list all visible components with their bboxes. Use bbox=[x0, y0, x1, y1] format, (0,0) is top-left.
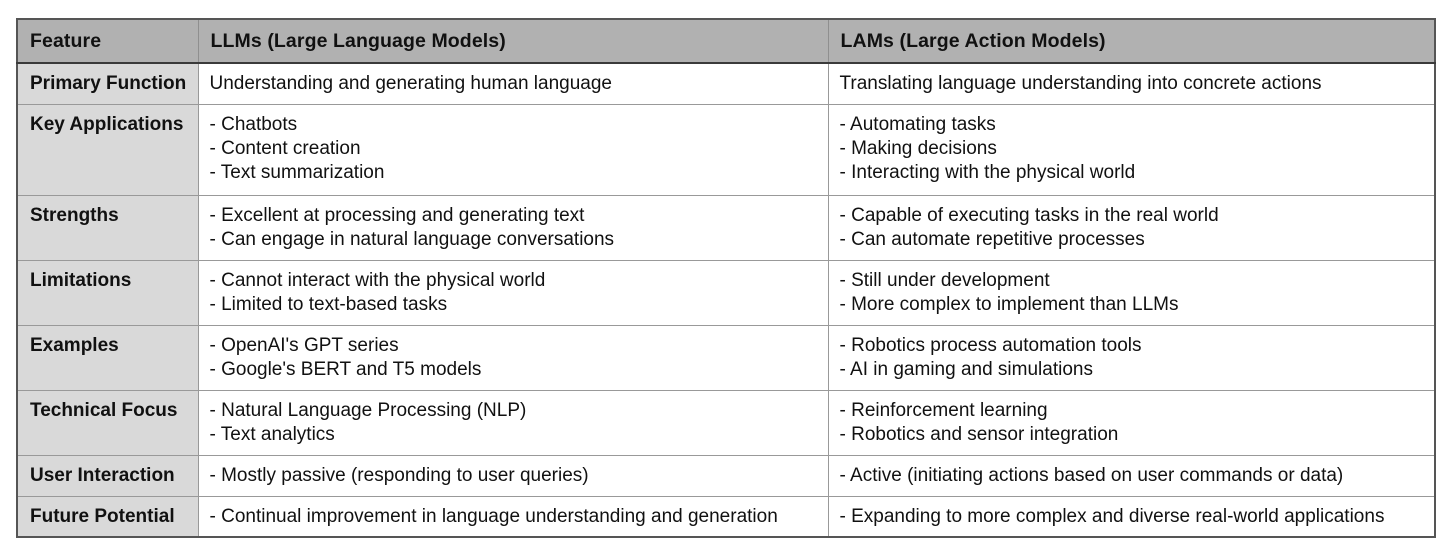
feature-label: Primary Function bbox=[16, 62, 199, 105]
feature-label: Limitations bbox=[16, 259, 199, 326]
feature-label: Examples bbox=[16, 324, 199, 391]
table-row: User Interaction - Mostly passive (respo… bbox=[16, 454, 1436, 497]
llm-cell: - Natural Language Processing (NLP) - Te… bbox=[197, 389, 829, 456]
table-row: Technical Focus - Natural Language Proce… bbox=[16, 389, 1436, 456]
lam-cell: - Still under development - More complex… bbox=[827, 259, 1436, 326]
llm-cell: - Cannot interact with the physical worl… bbox=[197, 259, 829, 326]
llm-cell: - OpenAI's GPT series - Google's BERT an… bbox=[197, 324, 829, 391]
llm-cell: - Chatbots - Content creation - Text sum… bbox=[197, 103, 829, 196]
lam-cell: Translating language understanding into … bbox=[827, 62, 1436, 105]
table-row: Key Applications - Chatbots - Content cr… bbox=[16, 103, 1436, 196]
llm-cell: - Excellent at processing and generating… bbox=[197, 194, 829, 261]
table-row: Future Potential - Continual improvement… bbox=[16, 495, 1436, 538]
llm-cell: - Mostly passive (responding to user que… bbox=[197, 454, 829, 497]
table-row: Limitations - Cannot interact with the p… bbox=[16, 259, 1436, 326]
lam-cell: - Active (initiating actions based on us… bbox=[827, 454, 1436, 497]
header-cell-llms: LLMs (Large Language Models) bbox=[197, 18, 829, 64]
feature-label: Future Potential bbox=[16, 495, 199, 538]
table-header: Feature LLMs (Large Language Models) LAM… bbox=[16, 18, 1436, 64]
llm-cell: Understanding and generating human langu… bbox=[197, 62, 829, 105]
feature-label: User Interaction bbox=[16, 454, 199, 497]
lam-cell: - Automating tasks - Making decisions - … bbox=[827, 103, 1436, 196]
feature-label: Key Applications bbox=[16, 103, 199, 196]
table-row: Examples - OpenAI's GPT series - Google'… bbox=[16, 324, 1436, 391]
header-cell-lams: LAMs (Large Action Models) bbox=[827, 18, 1436, 64]
feature-label: Strengths bbox=[16, 194, 199, 261]
table-row: Strengths - Excellent at processing and … bbox=[16, 194, 1436, 261]
lam-cell: - Robotics process automation tools - AI… bbox=[827, 324, 1436, 391]
lam-cell: - Reinforcement learning - Robotics and … bbox=[827, 389, 1436, 456]
table-row: Primary Function Understanding and gener… bbox=[16, 62, 1436, 105]
lam-cell: - Expanding to more complex and diverse … bbox=[827, 495, 1436, 538]
lam-cell: - Capable of executing tasks in the real… bbox=[827, 194, 1436, 261]
llm-cell: - Continual improvement in language unde… bbox=[197, 495, 829, 538]
header-cell-feature: Feature bbox=[16, 18, 199, 64]
header-row: Feature LLMs (Large Language Models) LAM… bbox=[16, 18, 1436, 64]
table-body: Primary Function Understanding and gener… bbox=[16, 62, 1436, 538]
feature-label: Technical Focus bbox=[16, 389, 199, 456]
comparison-table: Feature LLMs (Large Language Models) LAM… bbox=[16, 18, 1436, 538]
